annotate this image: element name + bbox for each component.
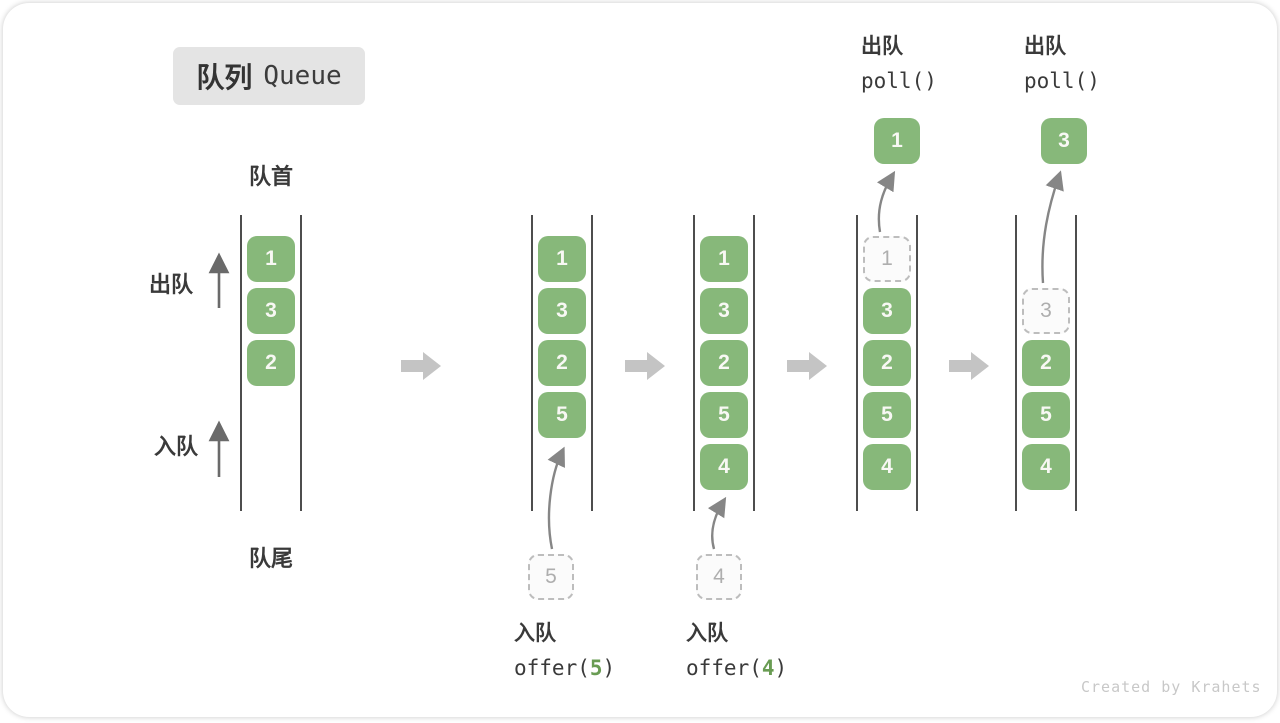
queue-state-initial: 1 3 2 [240,215,302,511]
poll-3-label: 出队 poll() [1024,33,1100,93]
poll-1-label: 出队 poll() [861,33,937,93]
offer-5-code-prefix: offer( [514,656,590,680]
queue-item-removed: 3 [1022,288,1070,334]
queue-item: 5 [538,392,586,438]
step-arrow-icon [787,352,827,380]
queue-item: 4 [700,444,748,490]
queue-wall-left [531,215,533,511]
diagram-canvas: 队列 Queue 队首 队尾 出队 入队 1 3 2 1 3 2 5 1 3 2… [3,3,1277,717]
queue-state-after-offer-5: 1 3 2 5 [531,215,593,511]
queue-wall-left [856,215,858,511]
offer-5-code: offer(5) [514,656,615,680]
queue-item: 2 [247,340,295,386]
queue-wall-right [916,215,918,511]
queue-item: 4 [1022,444,1070,490]
queue-wall-right [591,215,593,511]
enqueue-side-label: 入队 [154,434,199,459]
queue-item: 2 [863,340,911,386]
queue-wall-right [753,215,755,511]
offer-4-code-prefix: offer( [686,656,762,680]
staged-value-box: 5 [528,554,574,600]
offer-5-code-suffix: ) [602,656,616,680]
queue-front-label: 队首 [248,164,293,189]
dequeue-side-label: 出队 [149,272,194,297]
queue-wall-left [693,215,695,511]
queue-wall-left [1015,215,1017,511]
offer-5-code-arg: 5 [589,656,603,680]
queue-item: 3 [247,288,295,334]
polled-value-box: 3 [1041,118,1087,164]
queue-state-after-offer-4: 1 3 2 5 4 [693,215,755,511]
queue-state-after-poll-1: 1 3 2 5 4 [856,215,918,511]
step-arrow-icon [625,352,665,380]
queue-wall-left [240,215,242,511]
step-arrow-icon [949,352,989,380]
queue-item-removed: 1 [863,236,911,282]
title-badge: 队列 Queue [173,47,365,105]
queue-item: 4 [863,444,911,490]
queue-wall-right [300,215,302,511]
queue-wall-right [1075,215,1077,511]
queue-item: 2 [1022,340,1070,386]
queue-item: 1 [247,236,295,282]
offer-5-label: 入队 offer(5) [514,620,615,680]
poll-1-code: poll() [861,69,937,93]
queue-item: 5 [1022,392,1070,438]
queue-item: 1 [700,236,748,282]
step-arrow-icon [401,352,441,380]
queue-item: 3 [538,288,586,334]
staged-value-box: 4 [696,554,742,600]
offer-4-code-suffix: ) [774,656,788,680]
queue-item: 3 [700,288,748,334]
offer-4-label-zh: 入队 [686,622,728,645]
queue-item: 2 [538,340,586,386]
queue-item: 5 [700,392,748,438]
queue-item: 1 [538,236,586,282]
polled-value-box: 1 [874,118,920,164]
offer-4-code-arg: 4 [761,656,775,680]
poll-3-code: poll() [1024,69,1100,93]
queue-item: 2 [700,340,748,386]
poll-3-label-zh: 出队 [1024,35,1066,58]
offer-5-label-zh: 入队 [514,622,556,645]
title-zh: 队列 [196,62,253,93]
queue-item: 3 [863,288,911,334]
offer-4-label: 入队 offer(4) [686,620,787,680]
queue-state-after-poll-3: 3 2 5 4 [1015,215,1077,511]
offer-4-code: offer(4) [686,656,787,680]
queue-item: 5 [863,392,911,438]
watermark: Created by Krahets [1081,678,1262,696]
queue-rear-label: 队尾 [248,546,293,571]
title-en: Queue [263,61,342,91]
poll-1-label-zh: 出队 [861,35,903,58]
